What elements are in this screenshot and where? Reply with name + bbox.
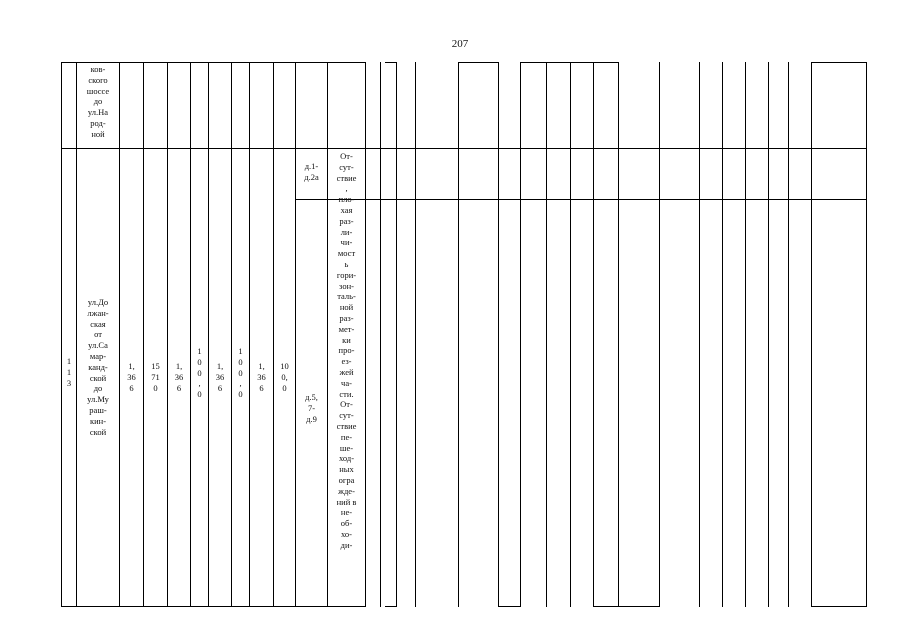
street-cell: ул.До лжан- ская от ул.Са мар- канд- ско… [87,297,109,437]
value-cell: 1, 36 6 [257,361,266,393]
value-cell: 1 0 0 , 0 [238,346,243,400]
value-cell: 15 71 0 [151,361,160,393]
value-cell: 1, 36 6 [215,361,225,393]
value-cell: 1, 36 6 [174,361,184,393]
house-range-cell: д.5, 7- д.9 [305,392,318,424]
value-cell: 10 0, 0 [280,361,289,393]
defects-description-cell: От- сут- ствие , пло- хая раз- ли- чи- м… [336,151,357,550]
continued-street-cell: ков- ского шоссе до ул.На род- ной [86,64,110,139]
row-number-cell: 1 1 3 [66,356,72,388]
value-cell: 1, 36 6 [127,361,136,393]
house-range-cell: д.1- д.2а [304,161,319,182]
page-number: 207 [451,38,469,50]
value-cell: 1 0 0 , 0 [197,346,202,400]
